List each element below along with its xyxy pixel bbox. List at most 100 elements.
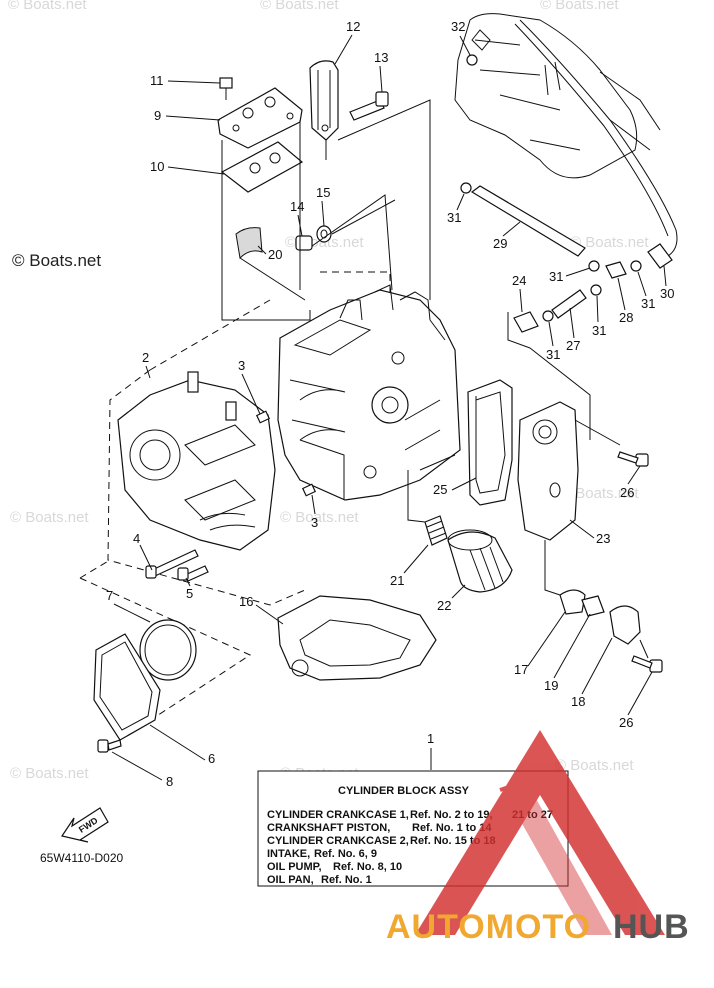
callout-label: 11	[150, 73, 164, 88]
callout-label: 14	[290, 199, 304, 214]
callout-label: 21	[390, 573, 404, 588]
callout-label: 25	[433, 482, 447, 497]
callout-label: 5	[186, 586, 193, 601]
bolt-5	[177, 565, 209, 582]
crankcase-2	[117, 371, 276, 551]
sleeve-20	[235, 227, 263, 260]
intake-plate-9	[217, 87, 303, 149]
engine-housing	[454, 13, 678, 257]
bolt-13	[349, 91, 389, 121]
hose-29	[470, 185, 586, 257]
watermark: © Boats.net	[10, 509, 89, 526]
watermark: © Boats.net	[8, 0, 87, 13]
callout-label: 31	[546, 347, 560, 362]
info-line-label: CRANKSHAFT PISTON,	[267, 822, 390, 834]
callout-label: 31	[447, 210, 461, 225]
o-ring-7	[139, 619, 197, 681]
info-line-ref: Ref. No. 8, 10	[333, 861, 402, 873]
bracket-12	[309, 60, 339, 141]
info-line-label: OIL PAN,	[267, 874, 314, 886]
hose-30	[647, 243, 673, 269]
callout-label: 31	[549, 269, 563, 284]
cover-23	[517, 401, 579, 541]
clip-31	[542, 310, 554, 322]
spring-21	[424, 515, 448, 546]
clip-31	[630, 260, 642, 272]
info-box-title: CYLINDER BLOCK ASSY	[338, 785, 470, 797]
watermark: © Boats.net	[280, 509, 359, 526]
info-line-ref: Ref. No. 2 to 19,	[410, 809, 493, 821]
callout-label: 1	[427, 731, 434, 746]
diagram-code: 65W4110-D020	[40, 851, 123, 865]
callout-label: 24	[512, 273, 526, 288]
callout-label: 19	[544, 678, 558, 693]
callout-label: 29	[493, 236, 507, 251]
thermostat-17	[559, 589, 586, 615]
callout-label: 23	[596, 531, 610, 546]
callout-label: 26	[620, 485, 634, 500]
callout-label: 27	[566, 338, 580, 353]
fwd-arrow-icon: FWD	[61, 807, 109, 843]
clip-32	[466, 54, 478, 66]
info-line-label: CYLINDER CRANKCASE 2,	[267, 835, 409, 847]
watermark: © Boats.net	[260, 0, 339, 13]
callout-label: 26	[619, 715, 633, 730]
watermark: © Boats.net	[555, 757, 634, 774]
dowel-pin-3	[301, 483, 317, 497]
gasket-25	[467, 379, 513, 506]
watermark-dark: © Boats.net	[12, 251, 101, 270]
brand-part1: AUTOMOTO	[386, 908, 591, 946]
info-line-label: INTAKE,	[267, 848, 310, 860]
callout-label: 4	[133, 531, 140, 546]
callout-label: 10	[150, 159, 164, 174]
callout-label: 30	[660, 286, 674, 301]
joint-28	[605, 261, 627, 279]
gasket-10	[220, 141, 304, 193]
callout-label: 31	[641, 296, 655, 311]
callout-label: 2	[142, 350, 149, 365]
callouts: 1 2 3 3 4 5 6 7 8 9 10 11 12 13 14 15 16…	[106, 19, 674, 789]
info-line-label: OIL PUMP,	[267, 861, 322, 873]
oil-filter-22	[447, 529, 513, 593]
cylinder-block	[277, 284, 461, 501]
watermark: © Boats.net	[540, 0, 619, 13]
brand-part2: HUB	[613, 908, 690, 946]
callout-label: 28	[619, 310, 633, 325]
joint-24	[513, 311, 539, 333]
info-line-ref: Ref. No. 1 to 14	[412, 822, 492, 834]
callout-label: 3	[311, 515, 318, 530]
info-line-ref: Ref. No. 1	[321, 874, 372, 886]
clip-31	[588, 260, 600, 272]
gasket-19	[581, 595, 605, 617]
callout-label: 3	[238, 358, 245, 373]
watermark: © Boats.net	[570, 234, 649, 251]
brand-wordmark: AUTOMOTO HUB	[386, 908, 690, 946]
info-line-ref: Ref. No. 6, 9	[314, 848, 377, 860]
oil-pan-6	[93, 633, 161, 741]
callout-label: 32	[451, 19, 465, 34]
plug-14	[295, 235, 313, 251]
callout-label: 8	[166, 774, 173, 789]
bolt-26	[617, 451, 649, 467]
bolt-4	[145, 549, 199, 579]
callout-label: 31	[592, 323, 606, 338]
watermark: © Boats.net	[560, 485, 639, 502]
callout-label: 20	[268, 247, 282, 262]
watermarks: © Boats.net © Boats.net © Boats.net © Bo…	[8, 0, 649, 782]
bolt-11	[219, 77, 233, 100]
dowel-pin-3	[255, 410, 271, 424]
watermark: © Boats.net	[10, 765, 89, 782]
bolt-26	[631, 655, 663, 673]
callout-label: 7	[106, 588, 113, 603]
callout-label: 22	[437, 598, 451, 613]
brand-logo	[415, 730, 665, 935]
callout-label: 17	[514, 662, 528, 677]
cover-18	[609, 605, 641, 645]
hose-27	[551, 289, 587, 319]
callout-label: 6	[208, 751, 215, 766]
callout-label: 13	[374, 50, 388, 65]
callout-label: 15	[316, 185, 330, 200]
gasket-16	[277, 595, 437, 681]
callout-label: 16	[239, 594, 253, 609]
